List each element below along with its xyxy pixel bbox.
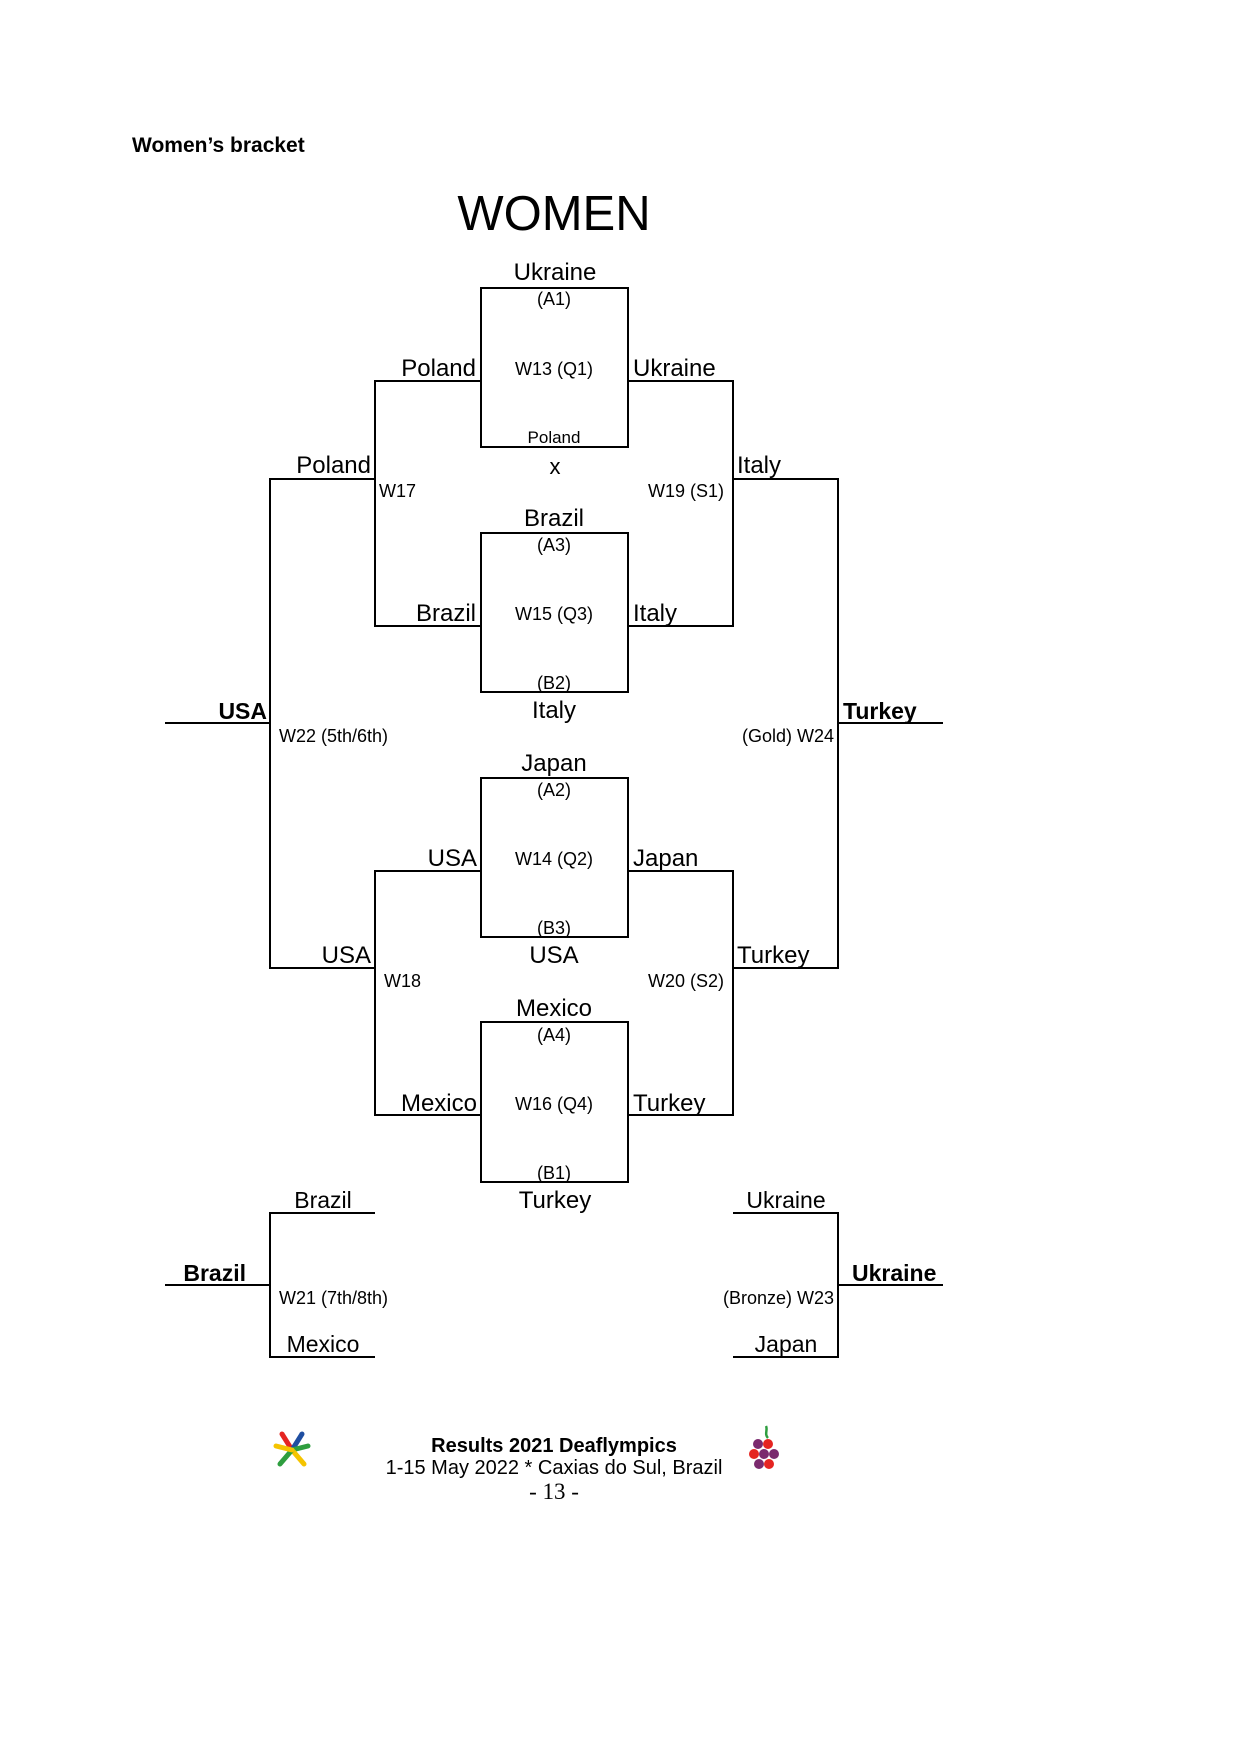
qf4-game-label: W16 (Q4) xyxy=(514,1094,594,1114)
w18-winner: USA xyxy=(321,942,371,969)
w22-output-line xyxy=(165,722,271,724)
w24-top-line xyxy=(733,478,838,480)
w21-output-line xyxy=(165,1284,271,1286)
w21-top-team: Brazil xyxy=(294,1187,352,1213)
qf1-game-label: W13 (Q1) xyxy=(514,359,594,379)
w24-winner: Turkey xyxy=(843,698,917,724)
qf4-left-team: Mexico xyxy=(400,1090,477,1117)
qf3-top-seed: (A3) xyxy=(536,535,572,555)
qf4-top-seed: (A4) xyxy=(536,1025,572,1045)
w17-winner: Poland xyxy=(296,452,371,479)
w21-game-label: W21 (7th/8th) xyxy=(279,1288,389,1308)
w20-game-label: W20 (S2) xyxy=(647,971,724,991)
qf1-box-bottom xyxy=(480,446,629,448)
w20-bottom-line xyxy=(628,1114,733,1116)
w24-game-label: (Gold) W24 xyxy=(741,726,834,746)
w21-bottom-team: Mexico xyxy=(286,1331,360,1357)
grape-logo-icon xyxy=(749,1425,779,1469)
footer-title: Results 2021 Deaflympics xyxy=(431,1435,677,1457)
w18-top-line xyxy=(375,870,480,872)
w24-bottom-line xyxy=(733,967,838,969)
qf3-box-top xyxy=(480,532,629,534)
footer-subtitle: 1-15 May 2022 * Caxias do Sul, Brazil xyxy=(385,1457,723,1479)
qf3-right-team: Italy xyxy=(633,600,678,627)
w23-game-label: (Bronze) W23 xyxy=(722,1288,834,1308)
w21-bottom-line xyxy=(270,1356,375,1358)
w21-winner: Brazil xyxy=(183,1260,246,1286)
w20-winner: Turkey xyxy=(737,942,810,969)
qf1-right-team: Ukraine xyxy=(633,355,716,382)
w22-winner: USA xyxy=(218,698,267,724)
qf2-box-top xyxy=(480,777,629,779)
qf4-top-team: Mexico xyxy=(515,995,593,1022)
w19-game-label: W19 (S1) xyxy=(647,481,724,501)
w18-game-label: W18 xyxy=(384,971,422,991)
qf2-top-team: Japan xyxy=(521,750,587,777)
qf4-box-bottom xyxy=(480,1181,629,1183)
qf4-box-top xyxy=(480,1021,629,1023)
w19-bottom-line xyxy=(628,625,733,627)
qf3-bottom-team: Italy xyxy=(531,697,577,724)
w24-output-line xyxy=(837,722,943,724)
qf3-box-bottom xyxy=(480,691,629,693)
bracket-title: WOMEN xyxy=(457,187,651,241)
w22-top-line xyxy=(270,478,375,480)
qf3-left-team: Brazil xyxy=(415,600,476,627)
qf2-box-bottom xyxy=(480,936,629,938)
qf1-box-right xyxy=(627,287,629,448)
w23-bottom-team: Japan xyxy=(754,1331,818,1357)
qf2-bottom-seed: (B3) xyxy=(536,918,572,938)
qf1-top-team: Ukraine xyxy=(513,259,597,286)
w17-vertical xyxy=(374,380,376,627)
qf2-left-team: USA xyxy=(427,845,477,872)
page-number: - 13 - xyxy=(529,1479,579,1504)
qf2-game-label: W14 (Q2) xyxy=(514,849,594,869)
qf3-top-team: Brazil xyxy=(523,505,585,532)
section-heading: Women’s bracket xyxy=(132,134,305,157)
w23-top-team: Ukraine xyxy=(746,1187,826,1213)
qf3-box-left xyxy=(480,532,482,693)
w22-bottom-line xyxy=(270,967,375,969)
qf3-box-right xyxy=(627,532,629,693)
w23-bottom-line xyxy=(733,1356,838,1358)
qf1-left-team: Poland xyxy=(401,355,476,382)
qf3-bottom-seed: (B2) xyxy=(536,673,572,693)
w17-bottom-line xyxy=(375,625,480,627)
versus-separator: x xyxy=(549,454,561,479)
w19-winner: Italy xyxy=(737,452,782,479)
qf4-right-team: Turkey xyxy=(633,1090,706,1117)
qf1-top-seed: (A1) xyxy=(536,289,572,309)
w20-vertical xyxy=(732,870,734,1116)
w19-top-line xyxy=(628,380,733,382)
qf1-bottom-team: Poland xyxy=(527,428,581,447)
w21-top-line xyxy=(270,1212,375,1214)
qf4-box-left xyxy=(480,1021,482,1183)
deaflympics-logo-icon xyxy=(273,1431,311,1467)
qf1-box-left xyxy=(480,287,482,448)
qf3-game-label: W15 (Q3) xyxy=(514,604,594,624)
w19-vertical xyxy=(732,380,734,627)
qf2-box-right xyxy=(627,777,629,938)
qf4-bottom-team: Turkey xyxy=(518,1187,592,1214)
w20-top-line xyxy=(628,870,733,872)
qf2-right-team: Japan xyxy=(633,845,699,872)
qf1-box-top xyxy=(480,287,629,289)
qf2-bottom-team: USA xyxy=(529,942,579,969)
w18-vertical xyxy=(374,870,376,1116)
w23-top-line xyxy=(733,1212,838,1214)
qf4-bottom-seed: (B1) xyxy=(536,1163,572,1183)
qf2-top-seed: (A2) xyxy=(536,780,572,800)
w23-winner: Ukraine xyxy=(852,1260,937,1286)
w17-game-label: W17 xyxy=(379,481,417,501)
w23-output-line xyxy=(837,1284,943,1286)
w17-top-line xyxy=(375,380,480,382)
w18-bottom-line xyxy=(375,1114,480,1116)
w22-game-label: W22 (5th/6th) xyxy=(279,726,389,746)
qf2-box-left xyxy=(480,777,482,938)
qf4-box-right xyxy=(627,1021,629,1183)
